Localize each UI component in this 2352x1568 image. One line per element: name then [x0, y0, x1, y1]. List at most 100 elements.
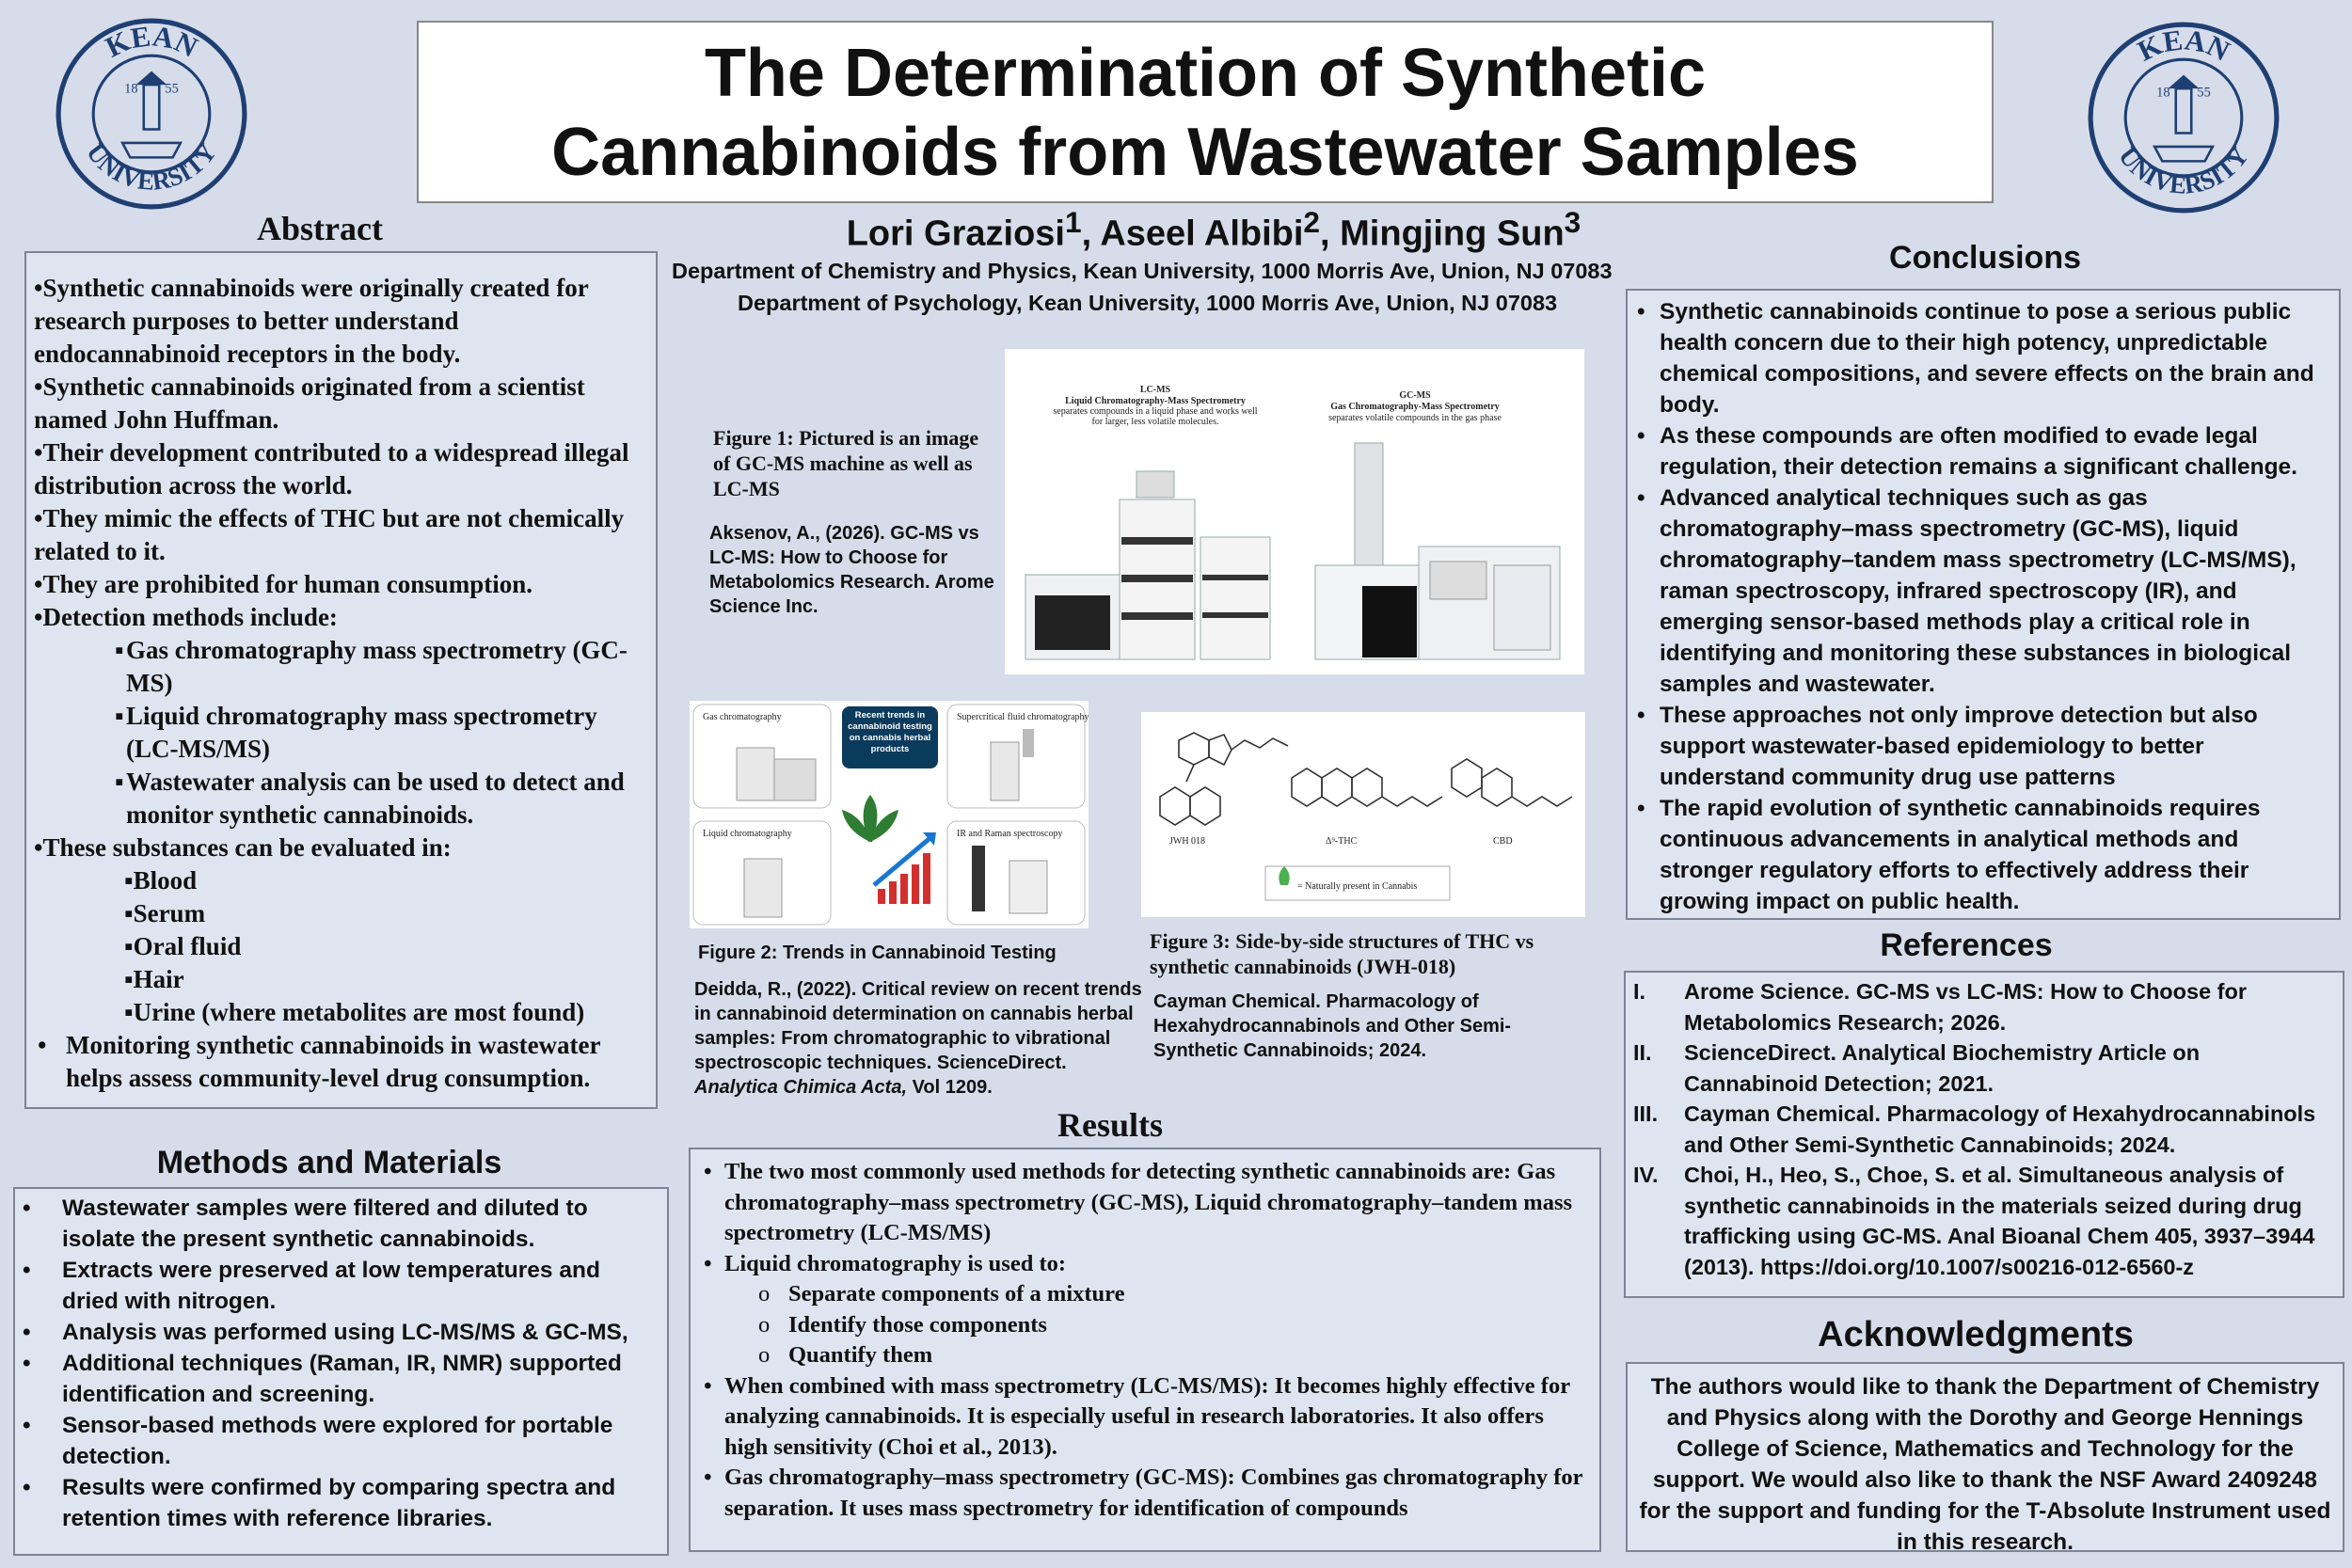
authors: Lori Graziosi1, Aseel Albibi2, Mingjing … [846, 205, 1581, 254]
list-item: IV.Choi, H., Heo, S., Choe, S. et al. Si… [1633, 1163, 2315, 1279]
fig3-legend: = Naturally present in Cannabis [1297, 881, 1417, 892]
fig2-panel-liquid: Liquid chromatography [703, 829, 792, 839]
acknowledgments-heading: Acknowledgments [1818, 1315, 2134, 1354]
title-line-1: The Determination of Synthetic [704, 36, 1707, 111]
figure3-citation: Cayman Chemical. Pharmacology of Hexahyd… [1153, 991, 1512, 1061]
list-item: Sensor-based methods were explored for p… [19, 1410, 658, 1472]
acknowledgments-box: The authors would like to thank the Depa… [1626, 1362, 2344, 1555]
evaluated-list: Blood Serum Oral fluid Hair Urine (where… [34, 864, 648, 1029]
evaluated-intro: •These substances can be evaluated in: [34, 833, 452, 862]
fig2-panel-ir: IR and Raman spectroscopy [957, 829, 1062, 839]
figure3-image: JWH 018 Δ⁹-THC CBD = Naturally present i… [1141, 712, 1585, 917]
list-item: Separate components of a mixture [698, 1279, 1588, 1310]
fig1-lc-desc1: separates compounds in a liquid phase an… [1053, 406, 1257, 417]
svg-text:UNIVERSITY: UNIVERSITY [2113, 142, 2254, 199]
list-item: •Synthetic cannabinoids were originally … [34, 274, 589, 368]
fig3-label-cbd: CBD [1493, 836, 1513, 847]
fig3-label-thc: Δ⁹-THC [1326, 836, 1358, 847]
logo-year-right: 55 [2197, 85, 2210, 100]
author-1: Lori Graziosi [846, 214, 1065, 254]
fig1-lc-subtitle: Liquid Chromatography-Mass Spectrometry [1065, 396, 1246, 406]
title-line-2: Cannabinoids from Wastewater Samples [551, 115, 1859, 190]
fig1-gc-title: GC-MS [1399, 390, 1431, 401]
list-item: Serum [34, 897, 648, 930]
fig1-gc-subtitle: Gas Chromatography-Mass Spectrometry [1330, 402, 1500, 412]
list-item: I.Arome Science. GC-MS vs LC-MS: How to … [1633, 979, 2248, 1035]
author-3-sup: 3 [1564, 205, 1581, 239]
fig1-gc-desc: separates volatile compounds in the gas … [1328, 413, 1502, 423]
gc-ms-instrument-icon [1314, 442, 1561, 660]
methods-list: Wastewater samples were filtered and dil… [19, 1193, 658, 1534]
methods-box: Wastewater samples were filtered and dil… [13, 1187, 669, 1556]
kean-logo-right: KEAN UNIVERSITY 18 55 [2087, 21, 2280, 214]
logo-year-left: 18 [124, 81, 137, 96]
list-item: II.ScienceDirect. Analytical Biochemistr… [1633, 1040, 2201, 1096]
list-item: Liquid chromatography is used to: [698, 1249, 1588, 1280]
lc-ms-instrument-icon [1025, 470, 1271, 660]
figure3-caption: Figure 3: Side-by-side structures of THC… [1150, 929, 1534, 978]
results-list: The two most commonly used methods for d… [698, 1157, 1588, 1524]
list-item: Wastewater samples were filtered and dil… [19, 1193, 658, 1255]
logo-bottom-text: UNIVERSITY [81, 138, 222, 196]
author-3: Mingjing Sun [1340, 214, 1565, 254]
references-heading: References [1880, 927, 2053, 963]
list-item: •They are prohibited for human consumpti… [34, 570, 533, 598]
monitoring-item: •Monitoring synthetic cannabinoids in wa… [38, 1031, 601, 1092]
thc-structure-icon [1291, 768, 1443, 807]
logo-tower-icon [2174, 87, 2193, 135]
list-item: Identify those components [698, 1310, 1588, 1341]
list-item: Synthetic cannabinoids continue to pose … [1633, 296, 2329, 420]
trend-chart-icon [872, 832, 936, 904]
list-item: As these compounds are often modified to… [1633, 420, 2329, 483]
affiliation-1: Department of Chemistry and Physics, Kea… [672, 259, 1613, 283]
abstract-box: •Synthetic cannabinoids were originally … [24, 251, 658, 1109]
list-item: These approaches not only improve detect… [1633, 700, 2329, 793]
abstract-list: •Synthetic cannabinoids were originally … [34, 272, 648, 634]
list-item: Oral fluid [34, 930, 648, 963]
logo-bottom-text: UNIVERSITY [2113, 142, 2254, 199]
list-item: Gas chromatography mass spectrometry (GC… [126, 636, 628, 697]
svg-text:UNIVERSITY: UNIVERSITY [81, 138, 222, 196]
list-item: •Synthetic cannabinoids originated from … [34, 372, 585, 434]
abstract-heading: Abstract [257, 210, 383, 247]
list-item: The rapid evolution of synthetic cannabi… [1633, 793, 2329, 917]
author-2: Aseel Albibi [1100, 214, 1304, 254]
list-item: Gas chromatography–mass spectrometry (GC… [698, 1463, 1588, 1524]
conclusions-box: Synthetic cannabinoids continue to pose … [1626, 289, 2341, 920]
conclusions-heading: Conclusions [1888, 240, 2082, 276]
results-box: The two most commonly used methods for d… [689, 1148, 1601, 1552]
list-item: Blood [34, 864, 648, 897]
methods-heading: Methods and Materials [156, 1145, 502, 1180]
detection-methods-list: ▪Gas chromatography mass spectrometry (G… [115, 636, 628, 829]
list-item: Results were confirmed by comparing spec… [19, 1472, 658, 1534]
list-item: Additional techniques (Raman, IR, NMR) s… [19, 1348, 658, 1410]
logo-year-left: 18 [2156, 85, 2169, 100]
list-item: •Their development contributed to a wide… [34, 438, 629, 499]
list-item: Analysis was performed using LC-MS/MS & … [19, 1317, 658, 1348]
leaf-icon [1279, 866, 1290, 885]
fig2-panel-sfc: Supercritical fluid chromatography [957, 712, 1089, 722]
list-item: •Detection methods include: [34, 603, 338, 631]
fig1-lc-title: LC-MS [1140, 385, 1171, 395]
results-heading: Results [1057, 1106, 1163, 1144]
jwh018-structure-icon [1159, 732, 1289, 826]
references-box: I.Arome Science. GC-MS vs LC-MS: How to … [1624, 971, 2344, 1298]
logo-tower-icon [142, 83, 161, 131]
list-item: III.Cayman Chemical. Pharmacology of Hex… [1633, 1101, 2316, 1157]
list-item: Urine (where metabolites are most found) [34, 996, 648, 1029]
list-item: Advanced analytical techniques such as g… [1633, 483, 2329, 700]
affiliation-2: Department of Psychology, Kean Universit… [738, 291, 1558, 315]
figure2-citation: Deidda, R., (2022). Critical review on r… [694, 979, 1142, 1098]
list-item: Hair [34, 963, 648, 996]
cannabis-leaf-icon [842, 795, 898, 842]
list-item: •They mimic the effects of THC but are n… [34, 504, 625, 565]
figure1-image: LC-MS Liquid Chromatography-Mass Spectro… [1005, 349, 1584, 674]
list-item: Wastewater analysis can be used to detec… [126, 768, 625, 829]
fig2-panel-gas: Gas chromatography [703, 712, 782, 722]
figure1-citation: Aksenov, A., (2026). GC-MS vs LC-MS: How… [709, 523, 994, 617]
list-item: When combined with mass spectrometry (LC… [698, 1371, 1588, 1464]
list-item: The two most commonly used methods for d… [698, 1157, 1588, 1249]
author-2-sup: 2 [1303, 205, 1321, 239]
conclusions-list: Synthetic cannabinoids continue to pose … [1633, 296, 2329, 917]
kean-logo-left: KEAN UNIVERSITY 18 55 [55, 17, 248, 211]
